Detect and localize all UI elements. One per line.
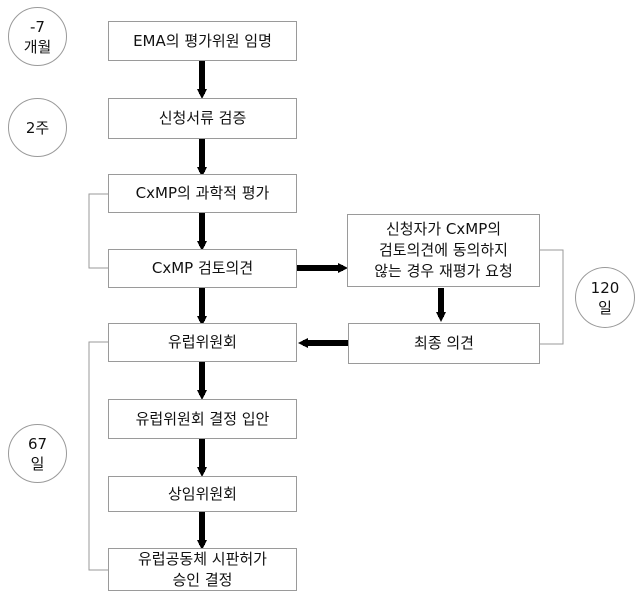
bracket-line <box>540 249 564 345</box>
timing-67-days: 67 일 <box>8 424 67 483</box>
step-document-verification: 신청서류 검증 <box>108 98 297 139</box>
bracket-line <box>88 193 108 269</box>
step-commission-draft-decision: 유럽위원회 결정 입안 <box>108 399 297 439</box>
step-final-opinion: 최종 의견 <box>348 323 540 364</box>
step-review-opinion: CxMP 검토의견 <box>108 249 297 288</box>
timing-120-days: 120 일 <box>575 267 635 328</box>
timing-2-weeks: 2주 <box>8 98 67 157</box>
step-scientific-evaluation: CxMP의 과학적 평가 <box>108 174 297 213</box>
step-re-examination-request: 신청자가 CxMP의 검토의견에 동의하지 않는 경우 재평가 요청 <box>347 214 540 287</box>
timing-minus-7-months: -7 개월 <box>8 7 67 66</box>
step-standing-committee: 상임위원회 <box>108 476 297 512</box>
step-european-commission: 유럽위원회 <box>108 323 297 362</box>
step-ema-appointment: EMA의 평가위원 임명 <box>108 21 297 61</box>
bracket-line <box>88 341 108 571</box>
step-marketing-authorisation-decision: 유럽공동체 시판허가 승인 결정 <box>108 548 297 591</box>
